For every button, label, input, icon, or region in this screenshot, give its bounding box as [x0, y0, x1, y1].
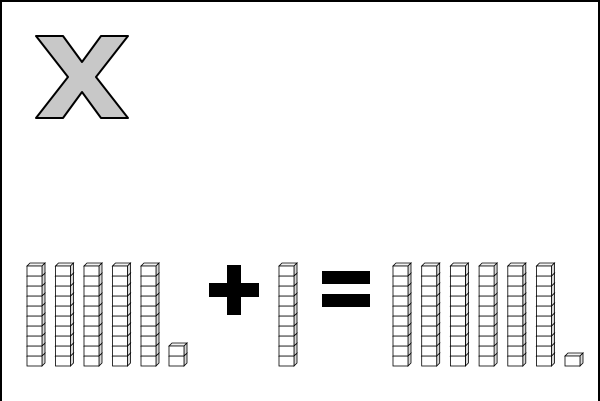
sum-tens — [392, 262, 555, 367]
plus-sign: + — [209, 265, 259, 315]
tens-rod — [507, 262, 527, 367]
addend-2-tens — [278, 262, 298, 367]
tens-rod — [449, 262, 469, 367]
tens-rod — [26, 262, 46, 367]
tens-rod — [140, 262, 160, 367]
addend-1-tens — [26, 262, 160, 367]
tens-rod — [55, 262, 74, 367]
tens-rod — [536, 262, 555, 367]
equals-sign: = — [322, 271, 370, 307]
sum-ones — [564, 352, 584, 367]
tens-rod — [278, 262, 298, 367]
ones-cubes — [168, 342, 188, 367]
ones-cubes — [564, 352, 584, 367]
tens-rod — [392, 262, 412, 367]
tens-rod — [83, 262, 103, 367]
letter-x-logo: X — [35, 35, 129, 119]
addend-1-ones — [168, 342, 188, 367]
tens-rod — [478, 262, 498, 367]
tens-rod — [112, 262, 131, 367]
tens-rod — [421, 262, 441, 367]
